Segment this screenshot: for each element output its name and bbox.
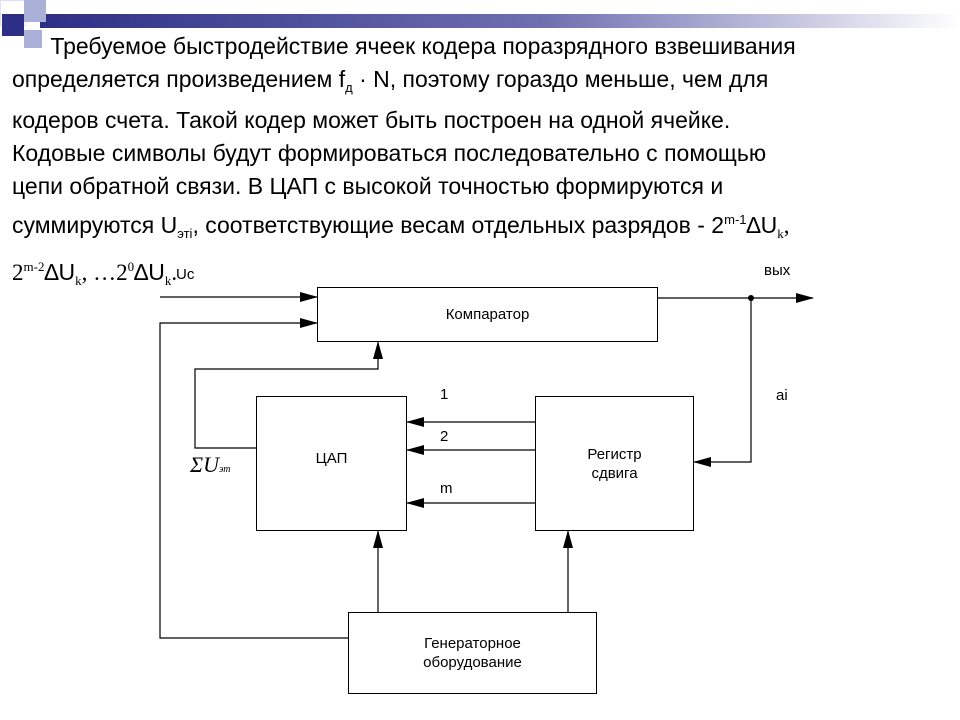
comparator-label: Компаратор [445,306,530,323]
text-l2b: · N, поэтому гораздо меньше, чем для [352,66,769,92]
register-label-1: Регистр [587,445,642,463]
header-square-4 [24,30,42,48]
text-l7c: , …2 [81,260,128,285]
text-l2a: определяется произведением f [12,66,346,92]
sum-subscript: эт [218,464,231,475]
feedback-ai-label: ai [776,387,788,404]
text-l6sup: m-1 [724,212,747,227]
text-l6b: , соответствующие весам отдельных разряд… [192,212,725,238]
header-bar [40,14,960,28]
header-square-2 [24,0,46,22]
output-label: вых [764,262,791,279]
wire-ai-feedback [693,298,752,467]
text-l7e: . [171,260,178,285]
header-square-3 [2,14,24,36]
text-l6sub2: k [777,226,784,241]
input-uc-label: Uc [176,266,195,283]
text-l7d: ∆U [134,259,165,285]
shift-register-box: Регистр сдвига [535,396,694,531]
dac-label: ЦАП [315,450,348,467]
text-line-1: Требуемое быстродействие ячеек кодера по… [12,30,952,63]
generator-label-1: Генераторное [424,635,521,652]
text-l2sub: д [345,80,353,95]
text-l6sub: этi [177,226,193,241]
text-l7sub: k [75,273,82,288]
text-line-7: 2m-2∆Uk, …20∆Uk. [12,250,952,297]
text-l7sup: m-2 [23,259,45,274]
text-l7a: 2 [12,260,24,285]
generator-box: Генераторное оборудование [348,612,597,694]
text-line-5: цепи обратной связи. В ЦАП с высокой точ… [12,173,724,199]
text-l7sup2: 0 [127,259,135,274]
generator-label-2: оборудование [423,654,522,671]
text-line-2: определяется произведением fд · N, поэто… [12,63,952,104]
text-line-4: Кодовые символы будут формироваться посл… [12,140,767,166]
register-label-2: сдвига [591,464,638,482]
sum-symbol: ΣU [190,452,219,477]
text-l7b: ∆U [44,259,76,285]
text-l6a: суммируются U [12,212,178,238]
text-l6c: ∆U [746,212,778,238]
bit-m-label: m [440,480,453,497]
wire-generator-to-comparator [159,318,348,639]
text-line-6: суммируются Uэтi, соответствующие весам … [12,203,952,250]
wire-dac-to-comparator [194,341,383,449]
text-l7sub2: k [164,273,172,288]
comparator-box: Компаратор [317,287,658,342]
text-l6d: , [783,213,790,238]
text-line-3: кодеров счета. Такой кодер может быть по… [12,107,731,133]
output-junction-dot [748,295,754,301]
bit-1-label: 1 [440,386,449,403]
body-paragraph: Требуемое быстродействие ячеек кодера по… [12,30,952,297]
dac-box: ЦАП [256,396,407,531]
sum-u-label: ΣUэт [190,452,230,478]
bit-2-label: 2 [440,428,449,445]
text-l1: Требуемое быстродействие ячеек кодера по… [50,33,796,59]
